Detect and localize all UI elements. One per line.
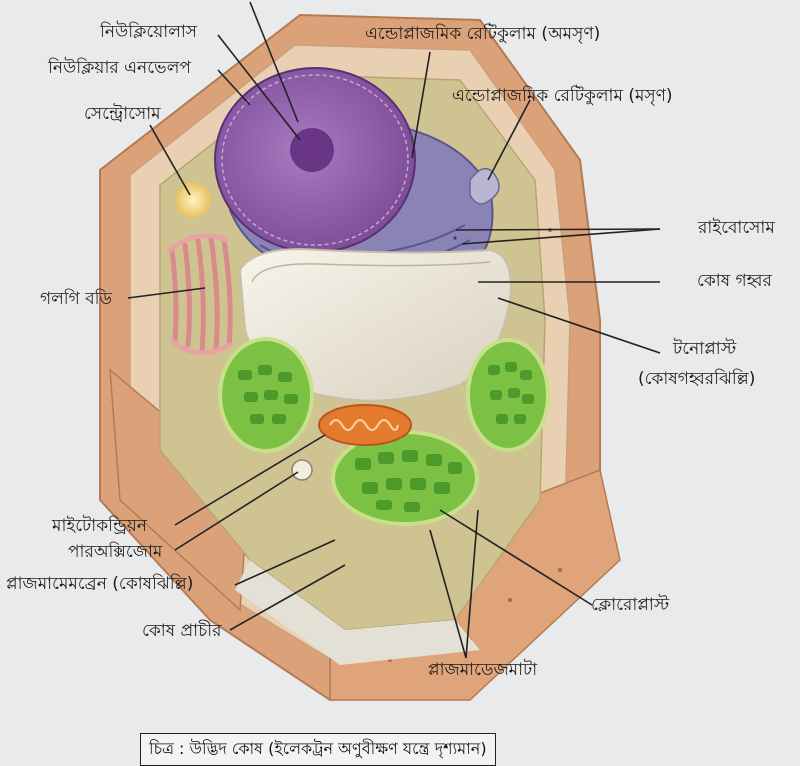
chloroplast-right (466, 338, 550, 452)
nucleus-shape (214, 67, 416, 253)
label-chloroplast: ক্লোরোপ্লাস্ট (591, 595, 670, 615)
chloroplast-bottom (331, 430, 479, 526)
mitochondrion-shape (318, 404, 412, 446)
label-tonoplast-note: (কোষগহ্বরঝিল্লি) (638, 369, 756, 389)
label-peroxisome: পারঅক্সিজোম (68, 542, 163, 562)
label-nuclear-envelope: নিউক্লিয়ার এনভেলপ (48, 58, 191, 78)
nucleolus-shape (290, 128, 334, 172)
label-ribosome: রাইবোসোম (698, 218, 775, 238)
vacuole-shape (238, 248, 512, 402)
peroxisome-shape (291, 459, 313, 481)
chloroplast-left (218, 337, 314, 453)
label-rough-er: এন্ডোপ্লাজমিক রেটিকুলাম (অমসৃণ) (365, 24, 601, 44)
label-nucleolus: নিউক্লিয়োলাস (100, 22, 198, 42)
label-centrosome: সেন্ট্রোসোম (84, 104, 161, 124)
figure-caption: চিত্র : উদ্ভিদ কোষ (ইলেকট্রন অণুবীক্ষণ য… (140, 733, 496, 766)
label-plasmodesmata: প্লাজমাডেজমাটা (428, 660, 538, 680)
golgi-body-shape (167, 233, 233, 356)
label-golgi-body: গলগি বডি (40, 289, 113, 309)
smooth-er-shape (469, 167, 500, 205)
leader-lines (127, 1, 661, 659)
label-plasma-membrane: প্লাজমামেমব্রেন (কোষঝিল্লি) (6, 574, 194, 594)
label-mitochondria: মাইটোকন্ড্রিয়ন (52, 516, 147, 536)
centrosome-shape (175, 182, 211, 218)
label-smooth-er: এন্ডোপ্লাজমিক রেটিকুলাম (মসৃণ) (452, 86, 673, 106)
label-vacuole: কোষ গহ্বর (697, 271, 772, 291)
label-tonoplast: টনোপ্লাস্ট (673, 339, 737, 359)
label-cell-wall: কোষ প্রাচীর (142, 621, 222, 641)
